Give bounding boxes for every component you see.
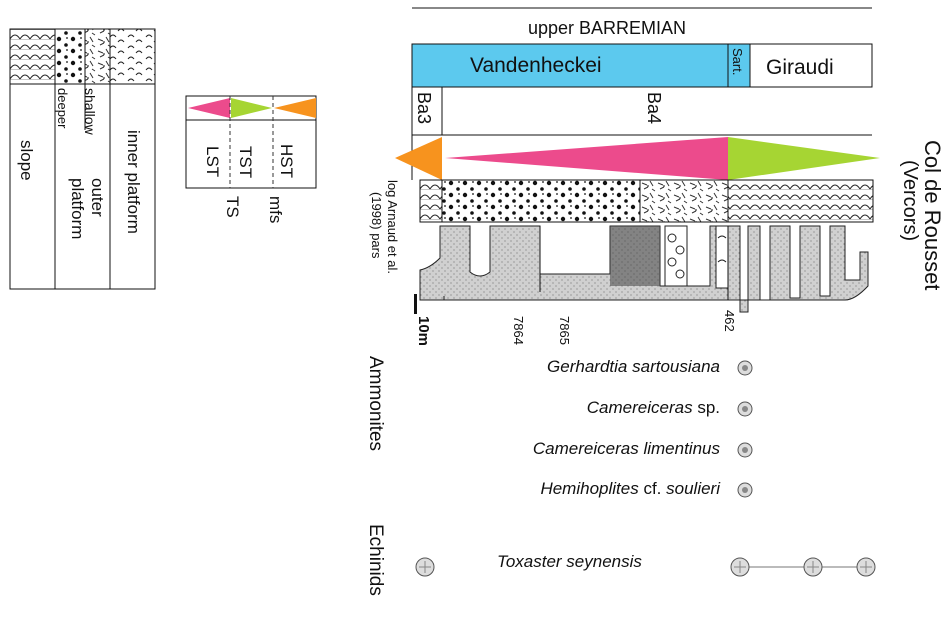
- zone-sart-label: Sart.: [730, 48, 745, 76]
- sequence-hst-wedge: [728, 137, 880, 180]
- ammonites-label: Ammonites: [365, 356, 386, 452]
- region-label: (Vercors): [899, 160, 921, 242]
- shallow-label: shallow: [82, 88, 98, 135]
- echinid-icon: [856, 557, 876, 577]
- scale-label: 10m: [415, 316, 432, 347]
- mfs-label: mfs: [266, 196, 285, 224]
- sequence-ba4-label: Ba4: [644, 92, 664, 125]
- hst-label: HST: [277, 144, 296, 178]
- shallow-outer-platform-pattern: [85, 29, 110, 84]
- sequence-lst-wedge: [395, 137, 442, 180]
- systems-tract-legend: [185, 95, 317, 189]
- scale-bar: [414, 294, 417, 314]
- lst-wedge: [188, 98, 230, 118]
- hst-wedge: [274, 98, 316, 118]
- slope-label: slope: [17, 140, 36, 181]
- stage-label: upper BARREMIAN: [528, 18, 687, 38]
- echinid-taxon: Toxaster seynensis: [497, 552, 642, 571]
- echinids-label: Echinids: [365, 524, 386, 596]
- echinid-icons: [415, 557, 876, 577]
- sample-462: 462: [722, 310, 737, 332]
- zone-vandenheckei-label: Vandenheckei: [470, 54, 602, 77]
- zone-giraudi-label: Giraudi: [766, 56, 834, 79]
- tst-wedge: [231, 98, 272, 118]
- sedimentary-log: [414, 225, 869, 314]
- lst-label: LST: [203, 146, 222, 178]
- zone-vandenheckei-box: [411, 43, 729, 88]
- zone-giraudi-box: [749, 43, 873, 88]
- ammonite-icon: [737, 401, 753, 417]
- ammonite-taxon: Camereiceras sp.: [586, 398, 720, 417]
- echinid-icon: [803, 557, 823, 577]
- section-header: [395, 7, 880, 180]
- deeper-label: deeper: [55, 88, 70, 129]
- ammonite-taxon: Camereiceras limentinus: [532, 439, 720, 458]
- lithology-strip: [419, 179, 874, 223]
- echinid-icon: [415, 557, 435, 577]
- ammonite-icon: [737, 360, 753, 376]
- location-label: Col de Rousset: [920, 140, 945, 291]
- sequence-ba3-label: Ba3: [414, 92, 434, 125]
- ammonite-icon: [737, 442, 753, 458]
- ammonite-icon: [737, 482, 753, 498]
- log-credit-line2: (1998) pars: [369, 192, 384, 259]
- facies-legend: [9, 28, 156, 290]
- echinid-icon: [730, 557, 750, 577]
- sample-7865: 7865: [557, 316, 572, 345]
- inner-platform-pattern: [110, 29, 155, 84]
- tst-label: TST: [236, 146, 255, 179]
- ts-label: TS: [223, 196, 242, 218]
- deeper-outer-platform-pattern: [55, 29, 85, 84]
- outer-platform-label: outer platform: [68, 178, 107, 240]
- sample-7864: 7864: [511, 316, 526, 345]
- log-credit-line1: log Arnaud et al.: [385, 180, 400, 274]
- sequence-tst-wedge: [445, 137, 728, 180]
- inner-platform-label: inner platform: [124, 130, 143, 234]
- ammonite-taxon: Gerhardtia sartousiana: [547, 357, 720, 376]
- ammonite-taxon: Hemihoplites cf. soulieri: [540, 479, 720, 498]
- ammonite-icons: [737, 360, 753, 498]
- slope-pattern: [10, 29, 55, 84]
